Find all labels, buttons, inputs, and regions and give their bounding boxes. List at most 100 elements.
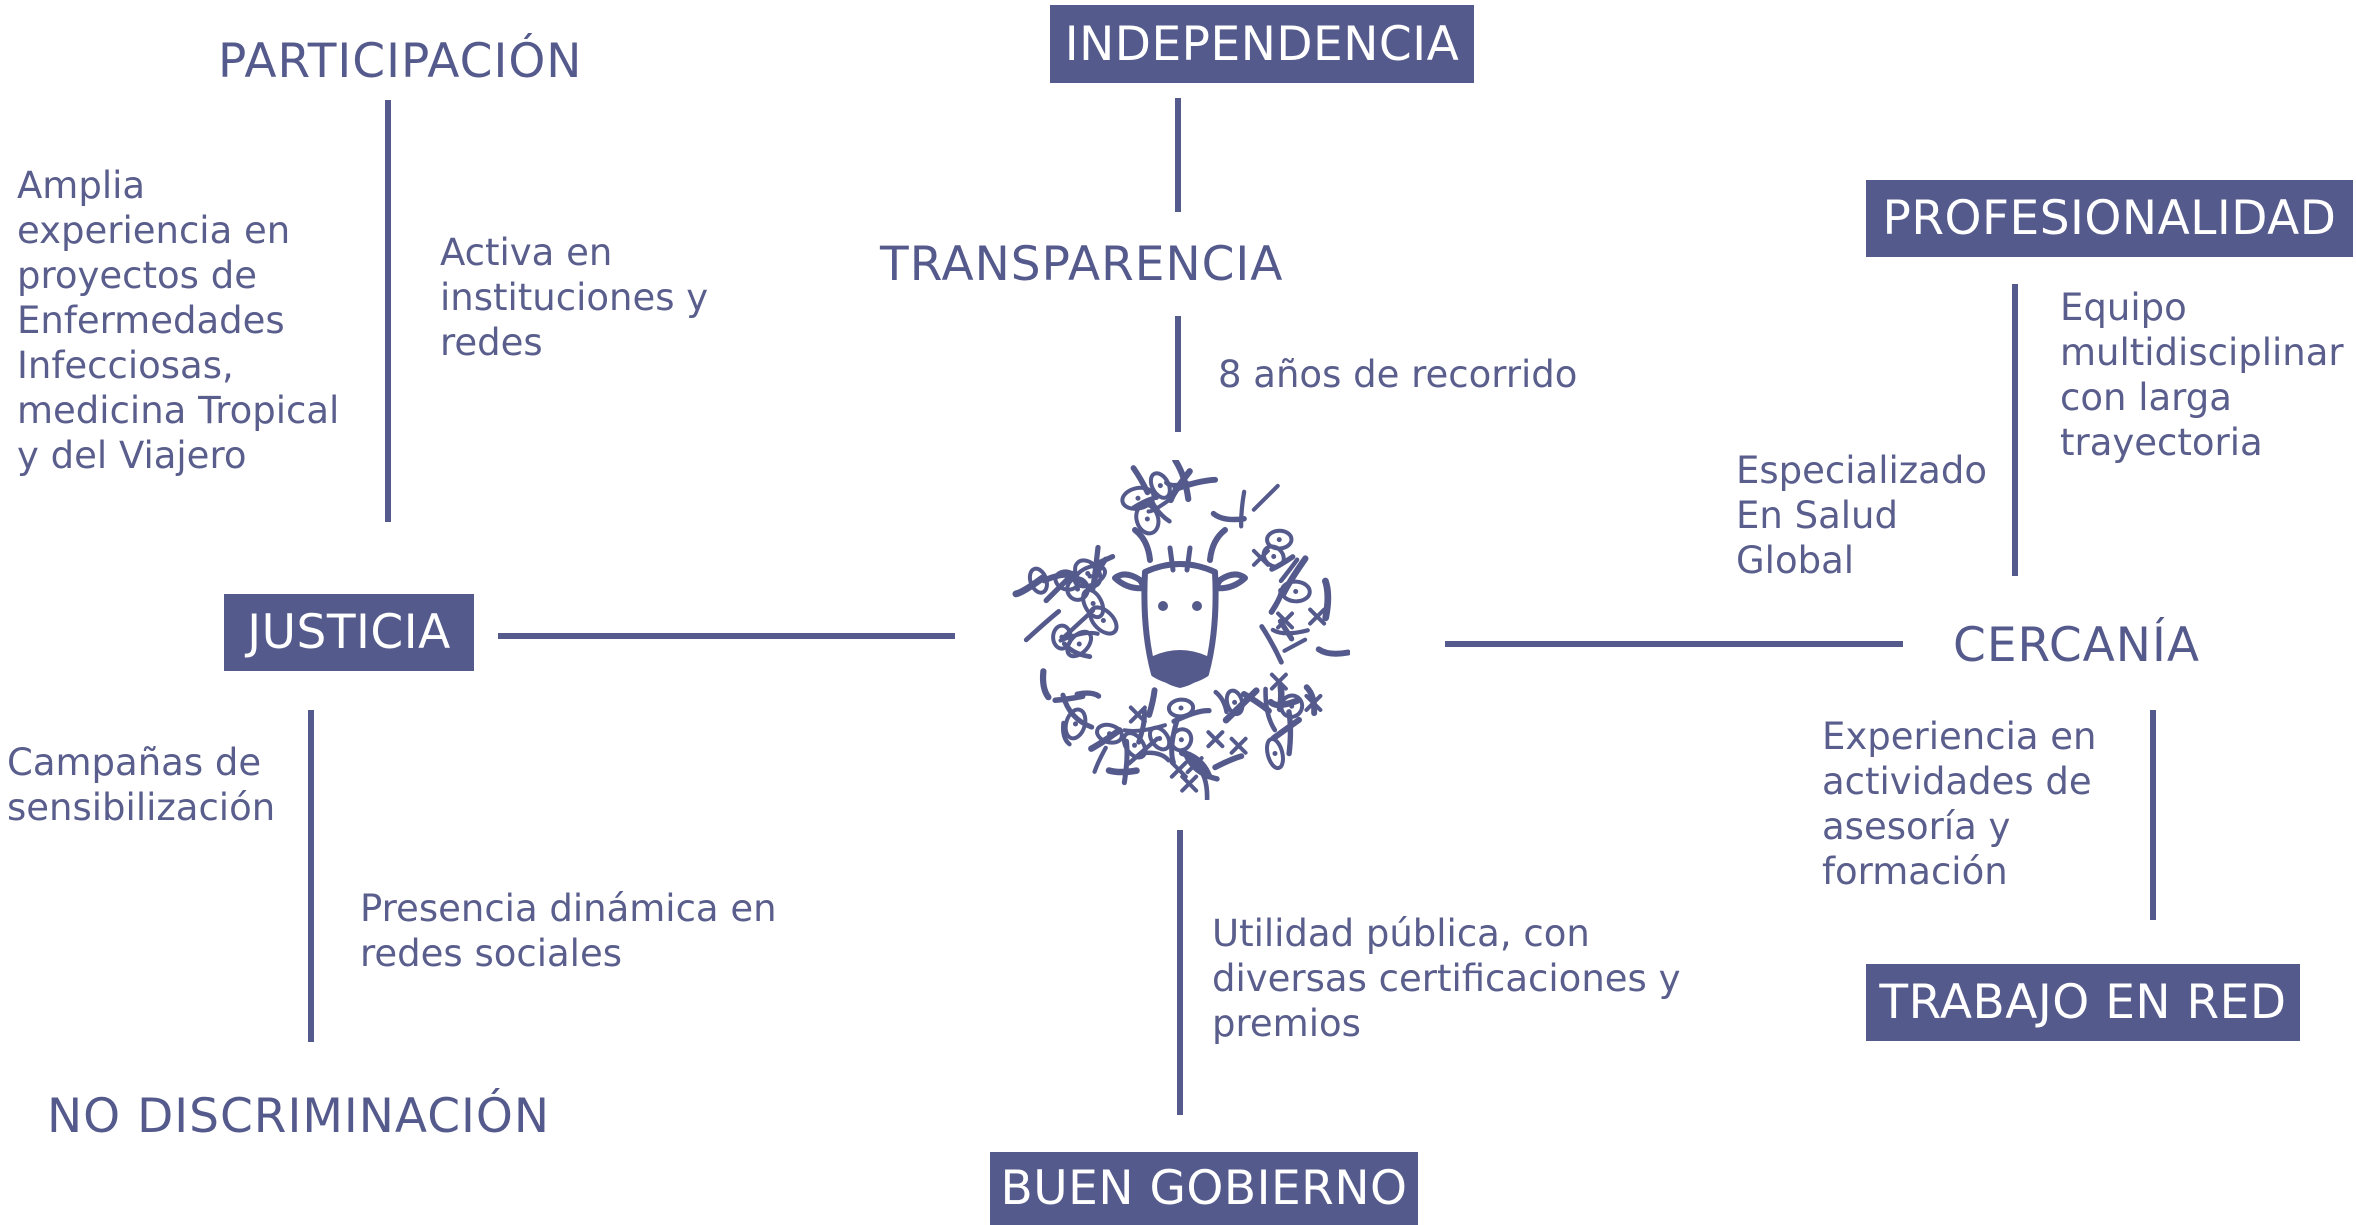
connector-profesionalidad: [2012, 284, 2018, 576]
connector-independencia: [1175, 98, 1181, 212]
connector-transparencia: [1175, 316, 1181, 432]
microbe-mark: [1146, 687, 1158, 718]
connector-cercania: [1445, 641, 1903, 647]
microbe-mark: [1105, 767, 1140, 776]
microbe-mark: [1282, 637, 1308, 653]
microbe-nucleus: [1085, 570, 1091, 576]
note-participacion-left: Amplia experiencia en proyectos de Enfer…: [17, 164, 340, 477]
microbe-mark: [1061, 720, 1072, 747]
microbe-nucleus: [1135, 495, 1141, 501]
microbe-nucleus: [1144, 516, 1150, 522]
note-justicia-left: Campañas de sensibilización: [7, 741, 276, 829]
microbe-mark: [1304, 693, 1323, 712]
microbe-mark: [1239, 489, 1247, 529]
value-participacion: PARTICIPACIÓN: [218, 34, 583, 89]
microbe-mark: [1058, 630, 1100, 643]
microbe-mark: [1194, 762, 1210, 800]
microbe-mark: [1090, 544, 1101, 592]
note-buen-gobierno: Utilidad pública, con diversas certifica…: [1212, 912, 1681, 1045]
microbe-mark: [1263, 686, 1278, 733]
microbe-mark: [1063, 707, 1088, 741]
microbe-mark: [1052, 693, 1086, 703]
microbe-mark: [1121, 738, 1130, 786]
microbe-mark: [1142, 750, 1171, 763]
microbe-nucleus: [1076, 641, 1082, 647]
microbe-mark: [1134, 502, 1161, 536]
microbe-nucleus: [1178, 737, 1184, 743]
microbe-mark: [1023, 609, 1062, 643]
value-profesionalidad: PROFESIONALIDAD: [1866, 180, 2353, 257]
microbe-nucleus: [1271, 553, 1277, 559]
connector-participacion: [385, 100, 391, 522]
microbe-mark: [1322, 577, 1332, 622]
microbe-nucleus: [1035, 578, 1041, 584]
microbe-mark: [1268, 587, 1284, 615]
value-transparencia: TRANSPARENCIA: [880, 237, 1284, 292]
microbe-nucleus: [1090, 601, 1096, 607]
cow-microbes-logo-icon: [1012, 460, 1350, 800]
microbe-nucleus: [1293, 588, 1299, 594]
microbe-mark: [1251, 483, 1280, 512]
microbe-mark: [1172, 460, 1192, 503]
microbe-mark: [1315, 646, 1350, 657]
microbe-mark: [1224, 688, 1245, 717]
microbe-mark: [1089, 554, 1116, 569]
microbe-mark: [1169, 760, 1188, 779]
microbe-mark: [1039, 668, 1052, 701]
microbe-mark: [1126, 736, 1160, 766]
value-no-discriminacion: NO DISCRIMINACIÓN: [47, 1089, 551, 1144]
microbe-mark: [1270, 716, 1302, 742]
microbe-mark: [1259, 624, 1284, 665]
microbe-nucleus: [1157, 483, 1163, 489]
microbe-mark: [1277, 618, 1295, 642]
microbe-mark: [1167, 468, 1193, 504]
connector-justicia: [498, 633, 955, 639]
connector-trabajo-en-red: [2150, 710, 2156, 920]
note-profesionalidad-left: Especializado En Salud Global: [1736, 449, 1987, 582]
microbe-nucleus: [1100, 618, 1106, 624]
value-cercania: CERCANÍA: [1953, 618, 2200, 673]
microbe-mark: [1213, 689, 1229, 715]
microbe-mark: [1088, 727, 1123, 752]
value-trabajo-en-red: TRABAJO EN RED: [1866, 964, 2300, 1041]
cow-icon: [1112, 527, 1248, 688]
note-justicia-right: Presencia dinámica en redes sociales: [360, 887, 777, 975]
microbe-mark: [1206, 730, 1225, 749]
microbe-mark: [1062, 608, 1096, 640]
microbe-mark: [1279, 693, 1305, 719]
connector-buen-gobierno: [1177, 830, 1183, 1115]
microbe-mark: [1180, 774, 1199, 793]
microbe-mark: [1212, 753, 1245, 771]
connector-no-discriminacion: [308, 710, 314, 1042]
value-trabajo-en-red-label: TRABAJO EN RED: [1879, 975, 2287, 1030]
value-buen-gobierno: BUEN GOBIERNO: [990, 1152, 1418, 1225]
microbe-nucleus: [1276, 537, 1282, 543]
value-independencia-label: INDEPENDENCIA: [1064, 16, 1460, 72]
microbe-mark: [1261, 544, 1286, 569]
microbe-nucleus: [1289, 703, 1295, 709]
value-profesionalidad-label: PROFESIONALIDAD: [1882, 191, 2337, 246]
note-profesionalidad-right: Equipo multidisciplinar con larga trayec…: [2060, 286, 2344, 464]
microbe-mark: [1265, 736, 1285, 771]
microbe-mark: [1074, 690, 1102, 699]
microbe-nucleus: [1232, 699, 1238, 705]
microbe-mark: [1060, 692, 1095, 730]
microbe-nucleus: [1073, 721, 1079, 727]
microbe-nucleus: [1064, 578, 1070, 584]
microbe-nucleus: [1132, 742, 1138, 748]
note-participacion-right: Activa en instituciones y redes: [440, 231, 709, 364]
microbe-mark: [1041, 571, 1075, 584]
microbe-mark: [1278, 557, 1300, 584]
microbe-mark: [1092, 745, 1108, 774]
value-buen-gobierno-label: BUEN GOBIERNO: [1000, 1161, 1408, 1216]
microbe-mark: [1303, 684, 1318, 717]
microbe-nucleus: [1178, 705, 1184, 711]
microbe-mark: [1171, 708, 1212, 724]
value-justicia-label: JUSTICIA: [247, 605, 451, 660]
microbe-nucleus: [1272, 751, 1278, 757]
microbe-mark: [1081, 587, 1106, 620]
microbe-mark: [1169, 727, 1194, 753]
value-independencia: INDEPENDENCIA: [1050, 5, 1474, 83]
note-transparencia: 8 años de recorrido: [1218, 353, 1578, 396]
microbe-mark: [1061, 641, 1093, 659]
